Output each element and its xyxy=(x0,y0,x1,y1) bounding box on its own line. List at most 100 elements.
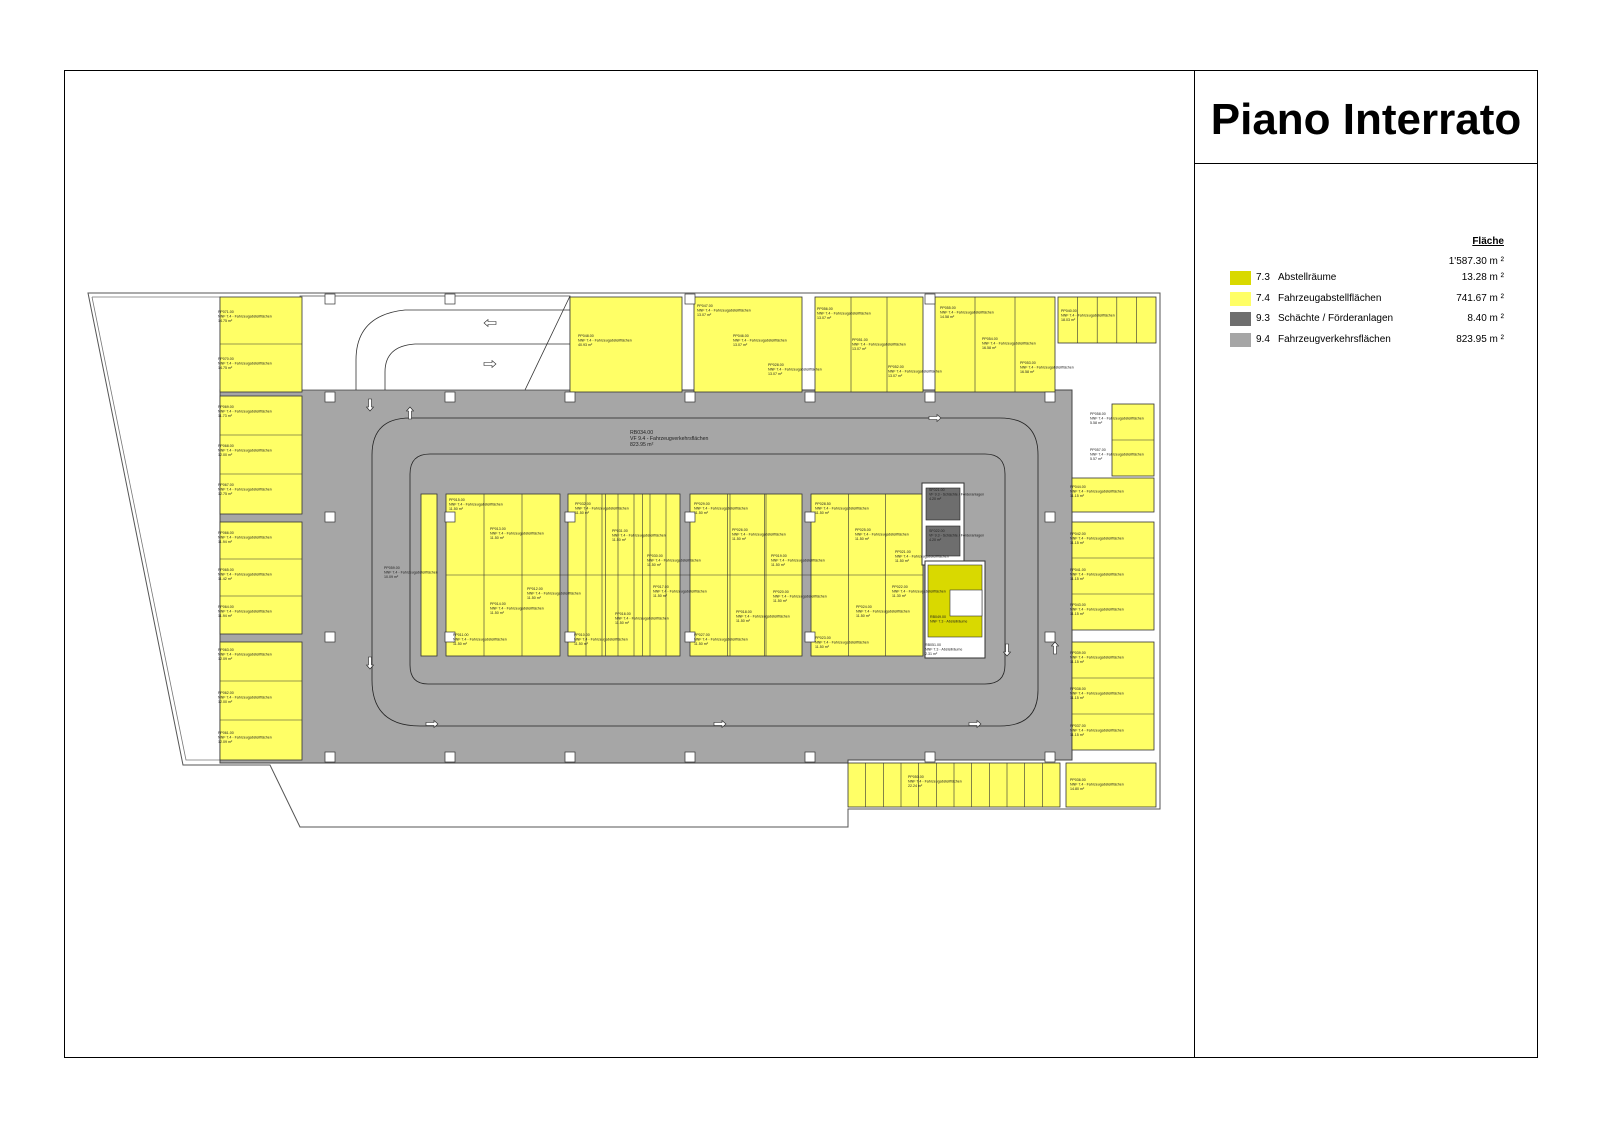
structural-column xyxy=(684,293,696,305)
circulation-loop-inner xyxy=(409,453,1006,685)
direction-arrow-icon xyxy=(405,406,415,420)
direction-arrow-icon xyxy=(425,719,439,729)
parking-zone xyxy=(219,641,303,761)
direction-arrow-icon xyxy=(365,398,375,412)
structural-column xyxy=(684,391,696,403)
structural-columns xyxy=(324,293,1056,763)
legend-swatch xyxy=(1230,291,1251,306)
structural-column xyxy=(924,293,936,305)
legend-header: Fläche xyxy=(1472,236,1504,247)
legend-name: Fahrzeugabstellflächen xyxy=(1278,292,1382,304)
structural-column xyxy=(564,631,576,643)
legend-value: 13.28 m ² xyxy=(1461,272,1504,283)
parking-zone xyxy=(1065,762,1157,808)
plan-structure xyxy=(87,292,1161,828)
legend-row: 9.3 Schächte / Förderanlagen 8.40 m ² xyxy=(1230,311,1504,332)
legend-row: 9.4 Fahrzeugverkehrsflächen 823.95 m ² xyxy=(1230,332,1504,353)
legend-total: 1'587.30 m ² xyxy=(1448,256,1504,267)
direction-arrow-icon xyxy=(483,359,497,369)
legend-code: 7.4 xyxy=(1256,292,1270,304)
legend-row: 7.3 Abstellräume 13.28 m ² xyxy=(1230,270,1504,291)
structural-column xyxy=(804,631,816,643)
structural-column xyxy=(1044,391,1056,403)
area-legend: Fläche 1'587.30 m ² 7.3 Abstellräume 13.… xyxy=(1230,236,1504,352)
structural-column xyxy=(444,391,456,403)
sheet-title: Piano Interrato xyxy=(1210,95,1522,144)
parking-zone xyxy=(1057,296,1157,344)
structural-column xyxy=(444,293,456,305)
structural-column xyxy=(324,751,336,763)
legend-swatch xyxy=(1230,332,1251,347)
structural-column xyxy=(804,511,816,523)
legend-swatch xyxy=(1230,312,1251,326)
direction-arrow-icon xyxy=(365,656,375,670)
structural-column xyxy=(444,631,456,643)
structural-column xyxy=(684,511,696,523)
legend-code: 9.4 xyxy=(1256,333,1270,345)
parking-zone xyxy=(219,521,303,635)
ramp-curve xyxy=(355,309,570,390)
direction-arrow-icon xyxy=(968,719,982,729)
title-block-divider xyxy=(1194,70,1195,1058)
legend-value: 8.40 m ² xyxy=(1467,313,1504,324)
structural-column xyxy=(564,391,576,403)
direction-arrow-icon xyxy=(483,318,497,328)
structural-column xyxy=(564,511,576,523)
parking-zone xyxy=(1071,521,1155,631)
parking-zone xyxy=(1071,641,1155,751)
parking-zone xyxy=(219,296,303,393)
structural-column xyxy=(324,511,336,523)
ramp-diagonal xyxy=(524,295,571,391)
structural-column xyxy=(444,511,456,523)
parking-zone xyxy=(814,296,924,393)
shaft-area xyxy=(925,487,961,521)
parking-zone xyxy=(1071,477,1155,513)
legend-name: Abstellräume xyxy=(1278,272,1337,283)
direction-arrows xyxy=(365,318,1060,729)
legend-code: 9.3 xyxy=(1256,313,1270,324)
direction-arrow-icon xyxy=(1050,641,1060,655)
parking-zone xyxy=(693,296,803,393)
structural-column xyxy=(324,631,336,643)
direction-arrow-icon xyxy=(713,719,727,729)
ramp-curve-inner xyxy=(384,343,570,390)
structural-column xyxy=(564,751,576,763)
parking-zone xyxy=(420,493,438,657)
direction-arrow-icon xyxy=(928,413,942,423)
